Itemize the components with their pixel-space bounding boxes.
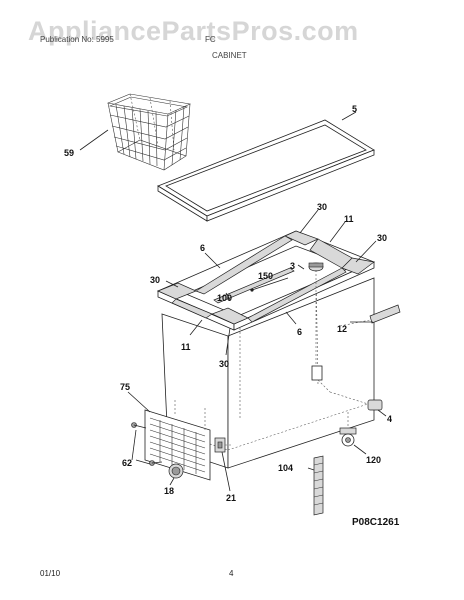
callout-30-right: 30	[377, 233, 387, 243]
basket-part	[106, 93, 192, 171]
callout-59: 59	[64, 148, 74, 158]
drain-hose-part	[313, 455, 324, 516]
callout-12: 12	[337, 324, 347, 334]
callout-6-back: 6	[200, 243, 205, 253]
header-model: FC	[205, 35, 216, 44]
callout-100: 100	[217, 293, 232, 303]
callout-62: 62	[122, 458, 132, 468]
callout-150: 150	[258, 271, 273, 281]
caster-part	[339, 412, 357, 447]
header-publication: Publication No: 5995	[40, 35, 114, 44]
control-knob-part	[168, 463, 184, 479]
thermostat-knob-part	[308, 262, 324, 366]
callout-4: 4	[387, 414, 392, 424]
callout-11-left: 11	[181, 342, 191, 352]
callout-75: 75	[120, 382, 130, 392]
leader-lines	[79, 111, 387, 492]
grille-part	[144, 409, 211, 481]
drain-plug-part	[329, 391, 383, 411]
section-title: CABINET	[212, 51, 247, 60]
callout-120: 120	[366, 455, 381, 465]
callout-104: 104	[278, 463, 293, 473]
drain-fitting	[311, 365, 323, 381]
breaker-frame-assembly	[156, 230, 376, 331]
footer-page: 4	[229, 569, 234, 578]
callout-30-left: 30	[150, 275, 160, 285]
drain-path	[317, 379, 331, 393]
power-light-part	[214, 437, 232, 453]
callout-18: 18	[164, 486, 174, 496]
callout-3: 3	[290, 261, 295, 271]
screw-parts	[131, 400, 206, 466]
figure-code: P08C1261	[352, 517, 400, 528]
callout-30-bottom: 30	[219, 359, 229, 369]
callout-11-right: 11	[344, 214, 354, 224]
callout-5: 5	[352, 104, 357, 114]
callout-6-front: 6	[297, 327, 302, 337]
watermark-text: AppliancePartsPros.com	[28, 16, 359, 46]
cabinet-body	[161, 269, 375, 469]
callout-21: 21	[226, 493, 236, 503]
footer-date: 01/10	[40, 569, 61, 578]
hinge-part	[339, 304, 401, 327]
callout-30-top: 30	[317, 202, 327, 212]
lid-liner-part	[157, 119, 375, 222]
